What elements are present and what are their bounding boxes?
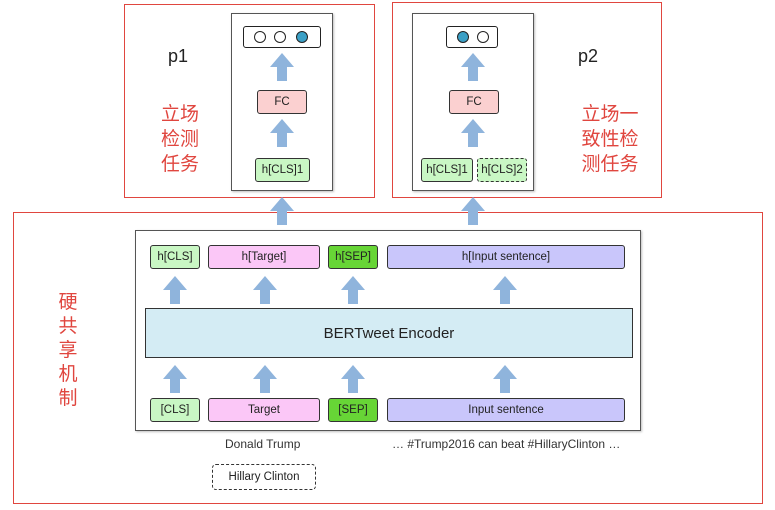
input-sep-box: [SEP]: [328, 398, 378, 422]
hidden-target-box: h[Target]: [208, 245, 320, 269]
p2-hcls1-box: h[CLS]1: [421, 158, 473, 182]
arrow-enc-target: [253, 276, 277, 304]
p2-hcls2-box: h[CLS]2: [477, 158, 527, 182]
p2-output-circle-1: [457, 31, 469, 43]
arrow-enc-input: [493, 276, 517, 304]
p1-output-circle-1: [254, 31, 266, 43]
arrow-p2-output: [461, 53, 485, 81]
p1-label: p1: [168, 46, 189, 66]
example-alt-target: Hillary Clinton: [212, 464, 316, 490]
example-sentence: … #Trump2016 can beat #HillaryClinton …: [392, 437, 621, 451]
input-cls-box: [CLS]: [150, 398, 200, 422]
task2-frame: [392, 2, 662, 198]
arrow-in-target: [253, 365, 277, 393]
p2-task-title: 立场一致性检测任务: [581, 103, 639, 175]
hidden-input-box: h[Input sentence]: [387, 245, 625, 269]
arrow-enc-sep: [341, 276, 365, 304]
p1-task-title: 立场检测任务: [160, 103, 199, 175]
encoder-box: BERTweet Encoder: [145, 308, 633, 358]
p2-label: p2: [578, 46, 599, 66]
shared-frame: [13, 212, 763, 504]
shared-title: 硬共享机制: [58, 291, 78, 409]
hidden-cls-box: h[CLS]: [150, 245, 200, 269]
arrow-p2-input: [461, 197, 485, 225]
p2-fc-box: FC: [449, 90, 499, 114]
arrow-p1-input: [270, 197, 294, 225]
task1-frame: [124, 4, 375, 198]
p1-hcls1-box: h[CLS]1: [255, 158, 310, 182]
arrow-p2-fc: [461, 119, 485, 147]
p1-fc-box: FC: [257, 90, 307, 114]
hidden-sep-box: h[SEP]: [328, 245, 378, 269]
arrow-enc-cls: [163, 276, 187, 304]
p1-output-circle-2: [274, 31, 286, 43]
p1-output-box: [243, 26, 321, 48]
arrow-in-sep: [341, 365, 365, 393]
input-target-box: Target: [208, 398, 320, 422]
arrow-in-cls: [163, 365, 187, 393]
p2-output-circle-2: [477, 31, 489, 43]
p2-output-box: [446, 26, 498, 48]
example-target: Donald Trump: [225, 437, 301, 451]
arrow-p1-fc: [270, 119, 294, 147]
p1-output-circle-3: [296, 31, 308, 43]
arrow-p1-output: [270, 53, 294, 81]
arrow-in-input: [493, 365, 517, 393]
input-sentence-box: Input sentence: [387, 398, 625, 422]
